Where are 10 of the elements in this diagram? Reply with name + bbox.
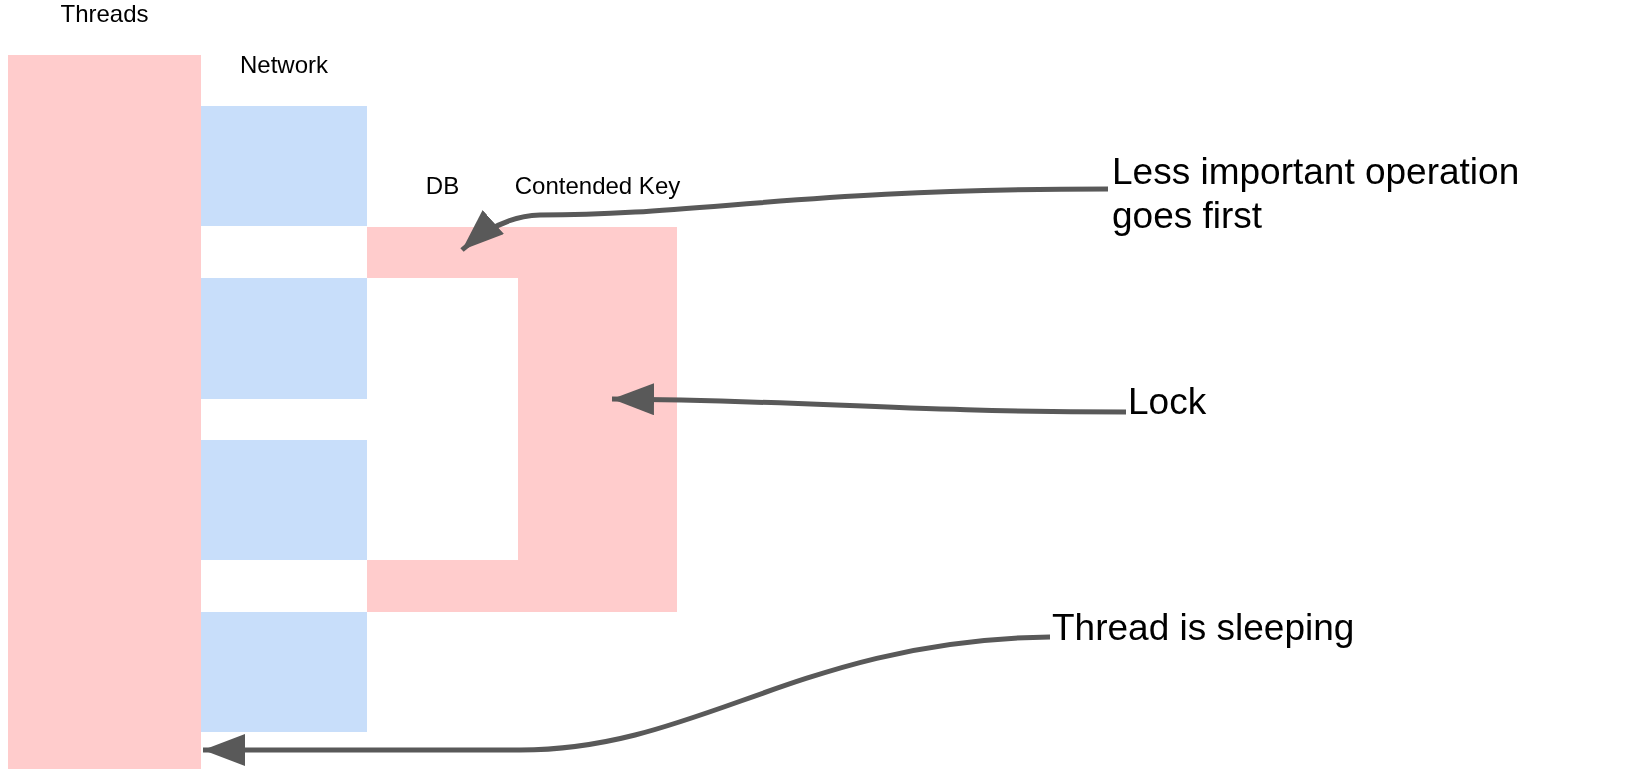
annotation-text: Thread is sleeping [1052, 606, 1472, 650]
annotation-text: Less important operation goes first [1112, 150, 1582, 238]
annotation-text: Lock [1128, 380, 1248, 424]
bar-heading: Network [239, 50, 329, 80]
arrow [203, 634, 1051, 766]
arrow [460, 186, 1108, 252]
bar-heading: DB [424, 171, 461, 201]
arrow [611, 383, 1126, 416]
bar-heading: Threads [59, 0, 150, 29]
bar-heading: Contended Key [513, 171, 682, 201]
